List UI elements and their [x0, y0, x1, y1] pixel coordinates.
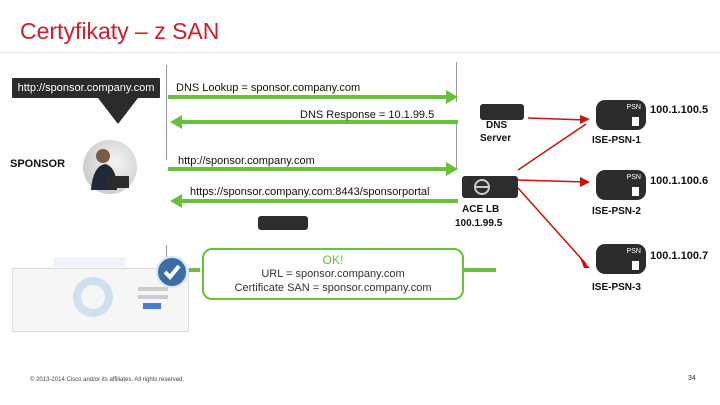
dns-label-line2: Server — [480, 133, 512, 144]
login-button — [143, 303, 161, 309]
lb-lifeline — [456, 120, 457, 170]
arrow-lb-psn2 — [517, 179, 587, 183]
psn-node-1: PSN — [596, 100, 646, 130]
sponsor-lifeline-top — [166, 65, 167, 160]
dns-server-label: DNS — [486, 120, 507, 131]
sponsor-avatar — [83, 140, 137, 194]
psn-name-1: ISE-PSN-1 — [592, 135, 641, 146]
psn-name-3: ISE-PSN-3 — [592, 282, 641, 293]
arrow-head-dns-lookup — [446, 90, 458, 104]
dns-lifeline — [456, 62, 457, 102]
ace-lb-ip: 100.1.99.5 — [455, 218, 503, 229]
psn-node-2: PSN — [596, 170, 646, 200]
slide-title: Certyfikaty – z SAN — [20, 18, 220, 44]
arrow-head-https-redirect — [170, 194, 182, 208]
psn-badge-3: PSN — [626, 248, 641, 255]
psn-badge-1: PSN — [626, 104, 641, 111]
msg-https-redirect: https://sponsor.company.com:8443/sponsor… — [190, 186, 430, 198]
copyright-footer: © 2013-2014 Cisco and/or its affiliates.… — [30, 377, 185, 383]
portal-header — [53, 257, 125, 267]
ok-url: URL = sponsor.company.com — [261, 268, 405, 280]
ok-text: OK! — [322, 253, 344, 267]
psn-ip-2: 100.1.100.6 — [650, 175, 709, 187]
portal-logo — [73, 277, 113, 317]
arrow-head-http-request — [446, 162, 458, 176]
ace-lb-icon — [462, 176, 518, 198]
doc-icon — [632, 187, 639, 196]
arrow-head-dns-response — [170, 115, 182, 129]
ace-lb-label: ACE LB — [462, 204, 500, 215]
header-divider — [0, 52, 720, 53]
load-balancer-icon — [474, 179, 490, 195]
arrow-lb-psn1 — [517, 123, 587, 171]
arrow-lb-psn3 — [517, 187, 587, 265]
callout-pointer — [98, 98, 138, 124]
dns-label-line1: DNS — [486, 120, 508, 131]
arrow-dns-psn1 — [527, 117, 587, 121]
url-callout: http://sponsor.company.com — [12, 78, 160, 98]
sponsor-label: SPONSOR — [10, 158, 66, 170]
username-field — [138, 287, 168, 291]
psn-ip-1: 100.1.100.5 — [650, 104, 709, 116]
ok-san: Certificate SAN = sponsor.company.com — [234, 282, 432, 294]
password-field — [138, 295, 168, 299]
person-icon — [91, 149, 129, 190]
switch-icon — [258, 216, 308, 230]
psn-ip-3: 100.1.100.7 — [650, 250, 709, 262]
ok-result-box: OK! URL = sponsor.company.com Certificat… — [202, 248, 464, 300]
doc-icon — [632, 117, 639, 126]
checkmark-badge — [156, 256, 188, 288]
page-number: 34 — [688, 375, 696, 382]
msg-dns-lookup: DNS Lookup = sponsor.company.com — [176, 82, 361, 94]
msg-http-request: http://sponsor.company.com — [178, 155, 315, 167]
psn-node-3: PSN — [596, 244, 646, 274]
dns-server-icon — [480, 104, 524, 120]
doc-icon — [632, 261, 639, 270]
psn-badge-2: PSN — [626, 174, 641, 181]
psn-name-2: ISE-PSN-2 — [592, 206, 641, 217]
msg-dns-response: DNS Response = 10.1.99.5 — [300, 109, 435, 121]
checkmark-icon — [163, 264, 181, 280]
